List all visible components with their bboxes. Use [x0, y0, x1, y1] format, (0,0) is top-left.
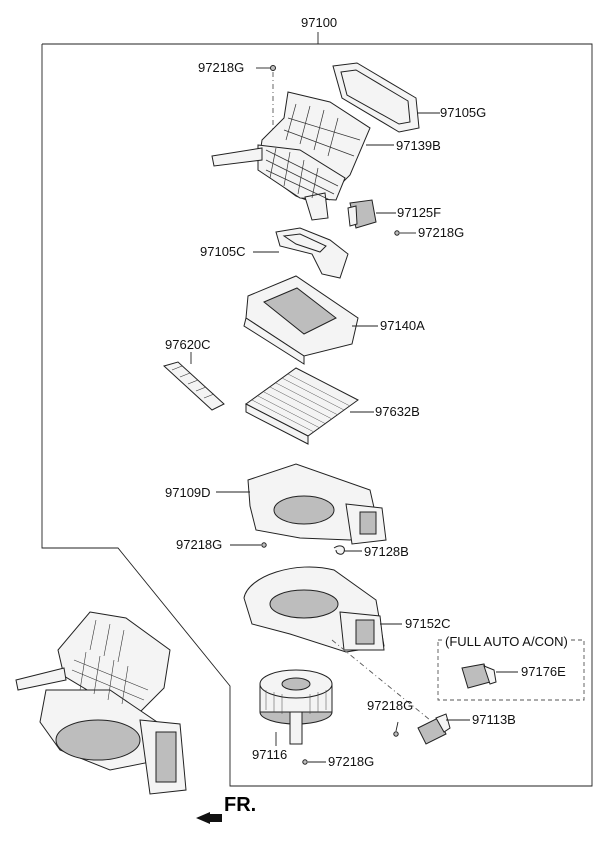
- callout-97218G-case: 97218G: [176, 537, 223, 552]
- lower-case-part: [247, 463, 387, 545]
- filter-housing-part: [243, 275, 359, 365]
- upper-case-grille: [265, 103, 361, 201]
- filter-cover-part: [163, 361, 225, 411]
- gasket-ring-part: [332, 62, 420, 133]
- upper-case-part: [211, 91, 371, 221]
- blower-motor-part: [259, 669, 333, 745]
- callout-97218G-resistor: 97218G: [367, 698, 414, 713]
- callout-97218G-motor: 97218G: [328, 754, 375, 769]
- callout-97109D: 97109D: [165, 485, 211, 500]
- callout-97218G-top: 97218G: [198, 60, 245, 75]
- air-filter-part: [245, 367, 359, 445]
- callout-97152C: 97152C: [405, 616, 451, 631]
- callout-97620C: 97620C: [165, 337, 211, 352]
- front-arrow-icon: [196, 812, 222, 824]
- option-box-label: (FULL AUTO A/CON): [443, 634, 570, 649]
- assembly-number: 97100: [301, 15, 338, 30]
- callout-97140A: 97140A: [380, 318, 425, 333]
- callout-97125F: 97125F: [397, 205, 442, 220]
- front-direction-label: FR.: [224, 794, 257, 816]
- callout-97116: 97116: [252, 747, 288, 762]
- assembly-boundary: [41, 43, 593, 787]
- callout-97113B: 97113B: [472, 712, 516, 727]
- sensor-part: [461, 663, 497, 689]
- callout-97105G: 97105G: [440, 105, 487, 120]
- callout-97176E: 97176E: [521, 664, 566, 679]
- duct-seal-part: [275, 227, 349, 279]
- screw-part: [270, 65, 276, 71]
- actuator-part: [347, 199, 377, 229]
- callout-97218G-actuator: 97218G: [418, 225, 465, 240]
- scroll-case-part: [243, 566, 385, 653]
- callout-97632B: 97632B: [375, 404, 420, 419]
- callout-97105C: 97105C: [200, 244, 246, 259]
- callout-97128B: 97128B: [364, 544, 409, 559]
- resistor-part: [417, 713, 451, 745]
- callout-97139B: 97139B: [396, 138, 441, 153]
- assembled-unit-part: [15, 611, 187, 795]
